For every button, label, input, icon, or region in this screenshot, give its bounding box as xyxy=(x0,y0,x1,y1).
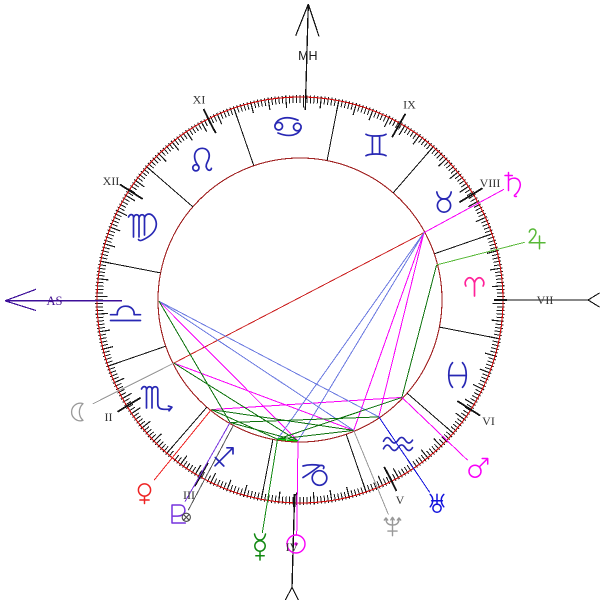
svg-text:AS: AS xyxy=(47,294,63,308)
svg-text:VI: VI xyxy=(482,414,495,428)
svg-text:VII: VII xyxy=(537,293,554,307)
svg-text:MH: MH xyxy=(298,49,317,63)
svg-text:IV: IV xyxy=(286,540,299,554)
svg-text:XII: XII xyxy=(103,174,120,188)
svg-text:III: III xyxy=(183,488,195,502)
svg-text:VIII: VIII xyxy=(480,176,501,190)
svg-text:II: II xyxy=(105,410,113,424)
svg-text:XI: XI xyxy=(193,93,206,107)
svg-text:V: V xyxy=(396,493,405,507)
svg-text:IX: IX xyxy=(403,98,416,112)
